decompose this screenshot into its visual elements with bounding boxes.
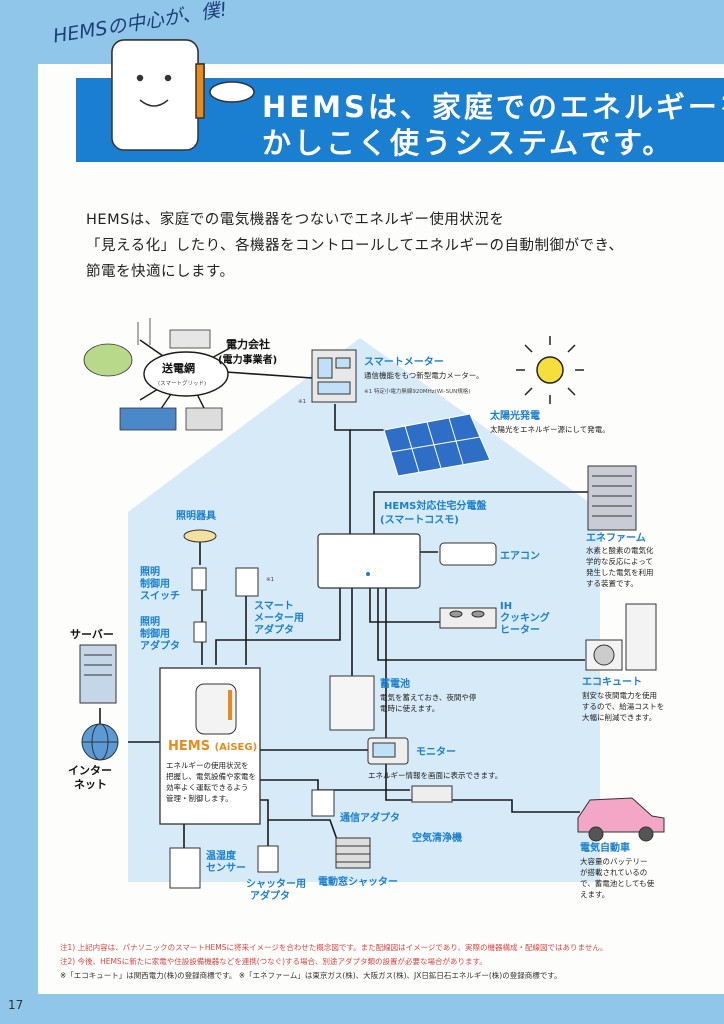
page-number: 17 [8, 998, 24, 1012]
lighting-label: 照明器具 [176, 511, 216, 522]
ih-label-3: ヒーター [500, 625, 540, 636]
comm-adapter-box [311, 789, 335, 817]
sun-icon [516, 336, 584, 404]
ev-desc-3: で、蓄電池としても使 [580, 879, 655, 888]
light-adapter-label-2: 制御用 [140, 629, 170, 640]
power-company-label: 電力会社 [226, 338, 270, 351]
monitor-desc: エネルギー情報を画面に表示できます。 [368, 771, 503, 780]
shutter-label: 電動窓シャッター [318, 877, 398, 888]
shutter-adapter-box [257, 845, 279, 873]
battery-title: 蓄電池 [380, 679, 410, 690]
hems-desc-1: エネルギーの使用状況を [166, 761, 249, 770]
grid-sublabel: (スマートグリッド) [158, 381, 207, 387]
hems-title: HEMS (AiSEG) [168, 740, 257, 754]
distribution-board [317, 533, 421, 589]
light-adapter-label-3: アダプタ [140, 641, 180, 652]
internet-label-2: ネット [74, 778, 107, 791]
light-adapter-label-1: 照明 [140, 617, 160, 628]
ev-desc-4: えます。 [580, 890, 610, 899]
hems-title-sub: (AiSEG) [214, 742, 258, 753]
ene-farm-title: エネファーム [586, 533, 646, 544]
grid-label: 送電網 [162, 362, 195, 375]
note-2: 注2) 今後、HEMSに新たに家電や住設設備機器などを連携(つなぐ)する場合、別… [60, 957, 487, 966]
panelboard-title: HEMS対応住宅分電盤 [384, 501, 487, 512]
hems-title-main: HEMS [168, 739, 211, 754]
banner-title-line2: かしこく使うシステムです。 [262, 126, 675, 160]
ecocute-title: エコキュート [582, 677, 642, 688]
intro-line-3: 節電を快適にします。 [86, 264, 235, 280]
ih-heater [439, 607, 497, 629]
monitor-device [367, 737, 409, 765]
light-switch-label-1: 照明 [140, 567, 160, 578]
monitor-title: モニター [416, 747, 456, 758]
lighting-fixture [183, 529, 217, 543]
aiseg-device [195, 683, 237, 735]
smart-meter-title: スマートメーター [364, 357, 444, 368]
ene-farm-desc-4: する装置です。 [586, 579, 638, 588]
hems-desc-3: 効率よく運転できるよう [166, 783, 249, 792]
sensor-label-1: 温湿度 [206, 851, 236, 862]
power-company-sub: (電力事業者) [218, 355, 278, 366]
solar-title: 太陽光発電 [490, 411, 540, 422]
aircon [439, 542, 497, 566]
smart-meter-desc: 通信機能をもつ新型電力メーター。 [364, 371, 484, 380]
light-switch-label-2: 制御用 [140, 579, 170, 590]
air-purifier-label: 空気清浄機 [412, 833, 462, 844]
banner-title-line1: HEMSは、家庭でのエネルギーを [262, 90, 724, 124]
meter-adapter-label-3: アダプタ [254, 625, 294, 636]
battery-desc-2: 電時に使えます。 [380, 704, 440, 713]
meter-adapter-mark: ※1 [266, 577, 275, 583]
server-label: サーバー [70, 628, 114, 641]
shutter-adapter-label-2: アダプタ [250, 891, 290, 902]
meter-adapter-label-2: メーター用 [254, 613, 304, 624]
server-icon [79, 644, 117, 704]
aircon-label: エアコン [500, 551, 540, 562]
ev-desc-1: 大容量のバッテリー [580, 857, 648, 866]
ecocute-desc-3: 大幅に削減できます。 [582, 713, 657, 722]
solar-desc: 太陽光をエネルギー源にして発電。 [490, 425, 610, 434]
meter-adapter-box [235, 567, 259, 597]
power-plant-icons [83, 318, 223, 431]
light-adapter-box [193, 621, 207, 643]
internet-globe-icon [81, 723, 119, 761]
light-switch-label-3: スイッチ [140, 591, 180, 602]
air-purifier-box [411, 785, 453, 803]
ecocute [585, 603, 657, 671]
sensor-label-2: センサー [206, 863, 246, 874]
comm-adapter-label: 通信アダプタ [340, 813, 400, 824]
shutter-adapter-label-1: シャッター用 [246, 879, 306, 890]
ev-desc-2: が搭載されているの [580, 868, 648, 877]
shutter-box [335, 837, 371, 869]
light-switch-box [191, 567, 207, 591]
hems-desc-2: 把握し、電気設備や家電を [166, 772, 256, 781]
ev-title: 電気自動車 [580, 843, 630, 854]
ene-farm-desc-2: 学的な反応によって [586, 557, 653, 566]
intro-line-1: HEMSは、家庭での電気機器をつないでエネルギー使用状況を [86, 212, 505, 228]
smart-meter-note: ※1 特定小電力無線920MHz(Wi-SUN規格) [364, 389, 471, 395]
storage-battery [329, 675, 375, 731]
smart-meter [311, 349, 357, 403]
ih-label-1: IH [500, 601, 513, 612]
panelboard-sub: (スマートコスモ) [380, 515, 459, 526]
solar-panel [383, 413, 491, 477]
hems-desc-4: 管理・制御します。 [166, 794, 233, 803]
meter-adapter-label-1: スマート [254, 601, 294, 612]
ene-farm-desc-1: 水素と酸素の電気化 [586, 546, 654, 555]
ecocute-desc-1: 割安な夜間電力を使用 [582, 691, 657, 700]
smart-meter-mark: ※1 [298, 399, 307, 405]
internet-label-1: インター [68, 764, 112, 777]
ene-farm [587, 465, 637, 531]
ecocute-desc-2: するので、給湯コストを [582, 702, 665, 711]
electric-car [577, 797, 665, 842]
intro-line-2: 「見える化」したり、各機器をコントロールしてエネルギーの自動制御ができ、 [86, 238, 624, 254]
battery-desc-1: 電気を蓄えておき、夜間や停 [380, 693, 477, 702]
note-1: 注1) 上記内容は、パナソニックのスマートHEMSに将来イメージを合わせた概念図… [60, 943, 608, 952]
note-3: ※「エコキュート」は関西電力(株)の登録商標です。 ※「エネファーム」は東京ガス… [60, 971, 562, 980]
sensor-box [169, 847, 201, 889]
ene-farm-desc-3: 発生した電気を利用 [586, 568, 654, 577]
ih-label-2: クッキング [500, 613, 550, 624]
